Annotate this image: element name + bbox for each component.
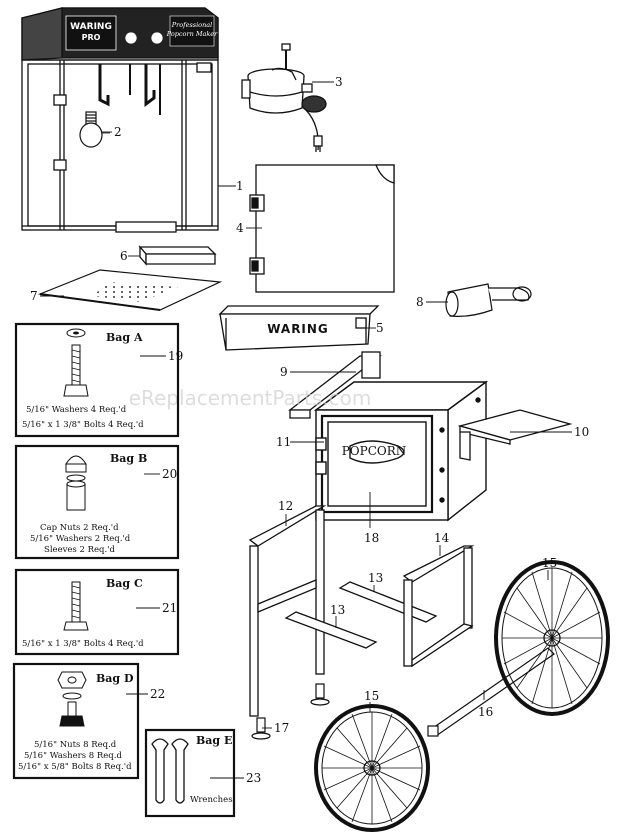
callout-21: 21 (162, 601, 177, 615)
callout-20: 20 (162, 467, 177, 481)
shelf-part-10 (457, 409, 573, 461)
callout-17: 17 (274, 721, 289, 735)
callout-15b: 15 (364, 689, 379, 703)
brand-line1: WARING (70, 22, 112, 32)
bag-c-title: Bag C (106, 577, 143, 590)
bag-b-line3: Sleeves 2 Req.'d (44, 545, 116, 555)
axle-part-16 (427, 647, 555, 737)
callout-2: 2 (114, 125, 122, 139)
bag-e-line1: Wrenches (190, 795, 233, 805)
tagline-line2: Popcorn Maker (166, 30, 218, 38)
bag-b-title: Bag B (110, 452, 147, 465)
brand-line2: PRO (82, 33, 101, 42)
bag-b-line1: Cap Nuts 2 Req.'d (40, 523, 119, 533)
bag-c-line1: 5/16" x 1 3/8" Bolts 4 Req.'d (22, 639, 144, 649)
callout-numbers: 1 2 3 4 5 6 7 8 9 10 11 12 13 13 14 15 1… (30, 75, 589, 785)
bag-b-box: Bag B Cap Nuts 2 Req.'d 5/16" Washers 2 … (14, 444, 180, 560)
callout-16: 16 (478, 705, 493, 719)
leg-frame-part-14 (402, 545, 475, 668)
watermark: eReplacementParts.com (129, 386, 372, 410)
bag-d-line2: 5/16" Washers 8 Req.d (24, 751, 122, 761)
callout-6: 6 (120, 249, 128, 263)
bag-d-line1: 5/16" Nuts 8 Req.d (34, 740, 117, 750)
drawer-part-6 (138, 245, 217, 266)
callout-11: 11 (276, 435, 291, 449)
bracket-part-9 (288, 351, 382, 419)
bag-a-box: Bag A 5/16" Washers 4 Req.'d 5/16" x 1 3… (14, 322, 180, 438)
crossbar-part-13 (284, 581, 438, 649)
callout-13a: 13 (368, 571, 383, 585)
callout-8: 8 (416, 295, 424, 309)
leader-lines (40, 81, 572, 779)
door-part-4 (249, 164, 395, 293)
bag-d-box: Bag D 5/16" Nuts 8 Req.d 5/16" Washers 8… (12, 662, 140, 780)
kettle-part-3 (241, 43, 327, 152)
cart-box-part-18 (313, 380, 489, 522)
callout-14: 14 (434, 531, 450, 545)
bag-e-title: Bag E (196, 734, 232, 747)
callout-13b: 13 (330, 603, 345, 617)
plate-part-7 (37, 269, 223, 311)
wrench-icon (151, 738, 189, 804)
callout-7: 7 (30, 289, 38, 303)
bag-d-title: Bag D (96, 672, 134, 685)
bag-b-line2: 5/16" Washers 2 Req.'d (30, 534, 131, 544)
callout-10: 10 (574, 425, 589, 439)
leg-frame-part-12 (248, 505, 327, 717)
leveler-part-17 (251, 683, 330, 740)
bag-a-title: Bag A (106, 331, 143, 344)
callout-19: 19 (168, 349, 183, 363)
callout-1: 1 (236, 179, 244, 193)
bag-e-box: Bag E Wrenches (144, 728, 236, 818)
tagline-line1: Professional (171, 21, 212, 29)
scoop-part-8 (445, 283, 532, 317)
cart-door-label: POPCORN (342, 444, 407, 458)
bulb-part-2 (79, 111, 110, 148)
bag-c-box: Bag C 5/16" x 1 3/8" Bolts 4 Req.'d (14, 568, 180, 656)
cabinet-part-1 (21, 7, 219, 233)
waring-pan-part-5 (218, 305, 380, 351)
callout-4: 4 (236, 221, 244, 235)
bag-d-line3: 5/16" x 5/8" Bolts 8 Req.'d (18, 762, 132, 772)
callout-5: 5 (376, 321, 384, 335)
pan-brand: WARING (267, 322, 329, 336)
callout-9: 9 (280, 365, 288, 379)
callout-22: 22 (150, 687, 165, 701)
callout-15a: 15 (542, 556, 557, 570)
callout-18: 18 (364, 531, 379, 545)
wheel-part-15b (314, 704, 430, 832)
bag-a-line1: 5/16" Washers 4 Req.'d (26, 405, 127, 415)
callout-23: 23 (246, 771, 261, 785)
wheel-part-15a (494, 560, 610, 716)
callout-3: 3 (335, 75, 343, 89)
bag-a-line2: 5/16" x 1 3/8" Bolts 4 Req.'d (22, 420, 144, 430)
callout-12: 12 (278, 499, 293, 513)
